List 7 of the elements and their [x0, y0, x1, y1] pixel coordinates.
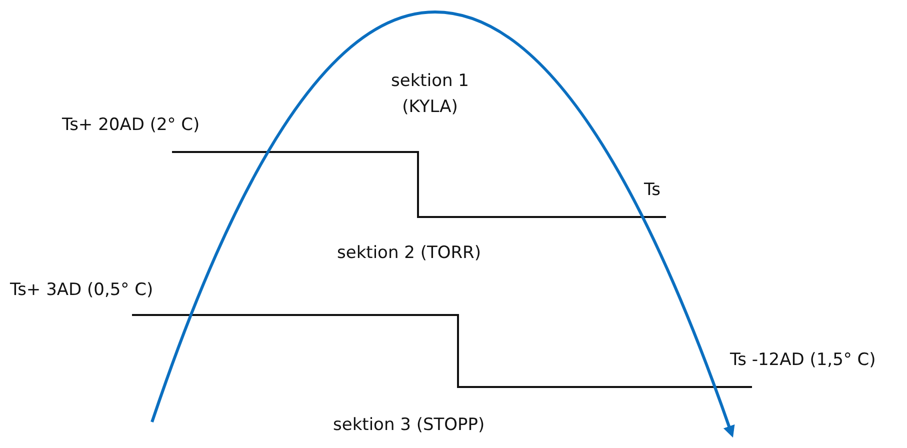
text-label: Ts -12AD (1,5° C) [730, 349, 876, 372]
text-label: sektion 3 (STOPP) [333, 414, 485, 437]
text-label: sektion 2 (TORR) [337, 242, 482, 265]
text-label: Ts [644, 179, 660, 202]
text-label: sektion 1 (KYLA) [390, 70, 470, 119]
text-label: Ts+ 3AD (0,5° C) [10, 279, 154, 302]
text-label: Ts+ 20AD (2° C) [62, 114, 200, 137]
